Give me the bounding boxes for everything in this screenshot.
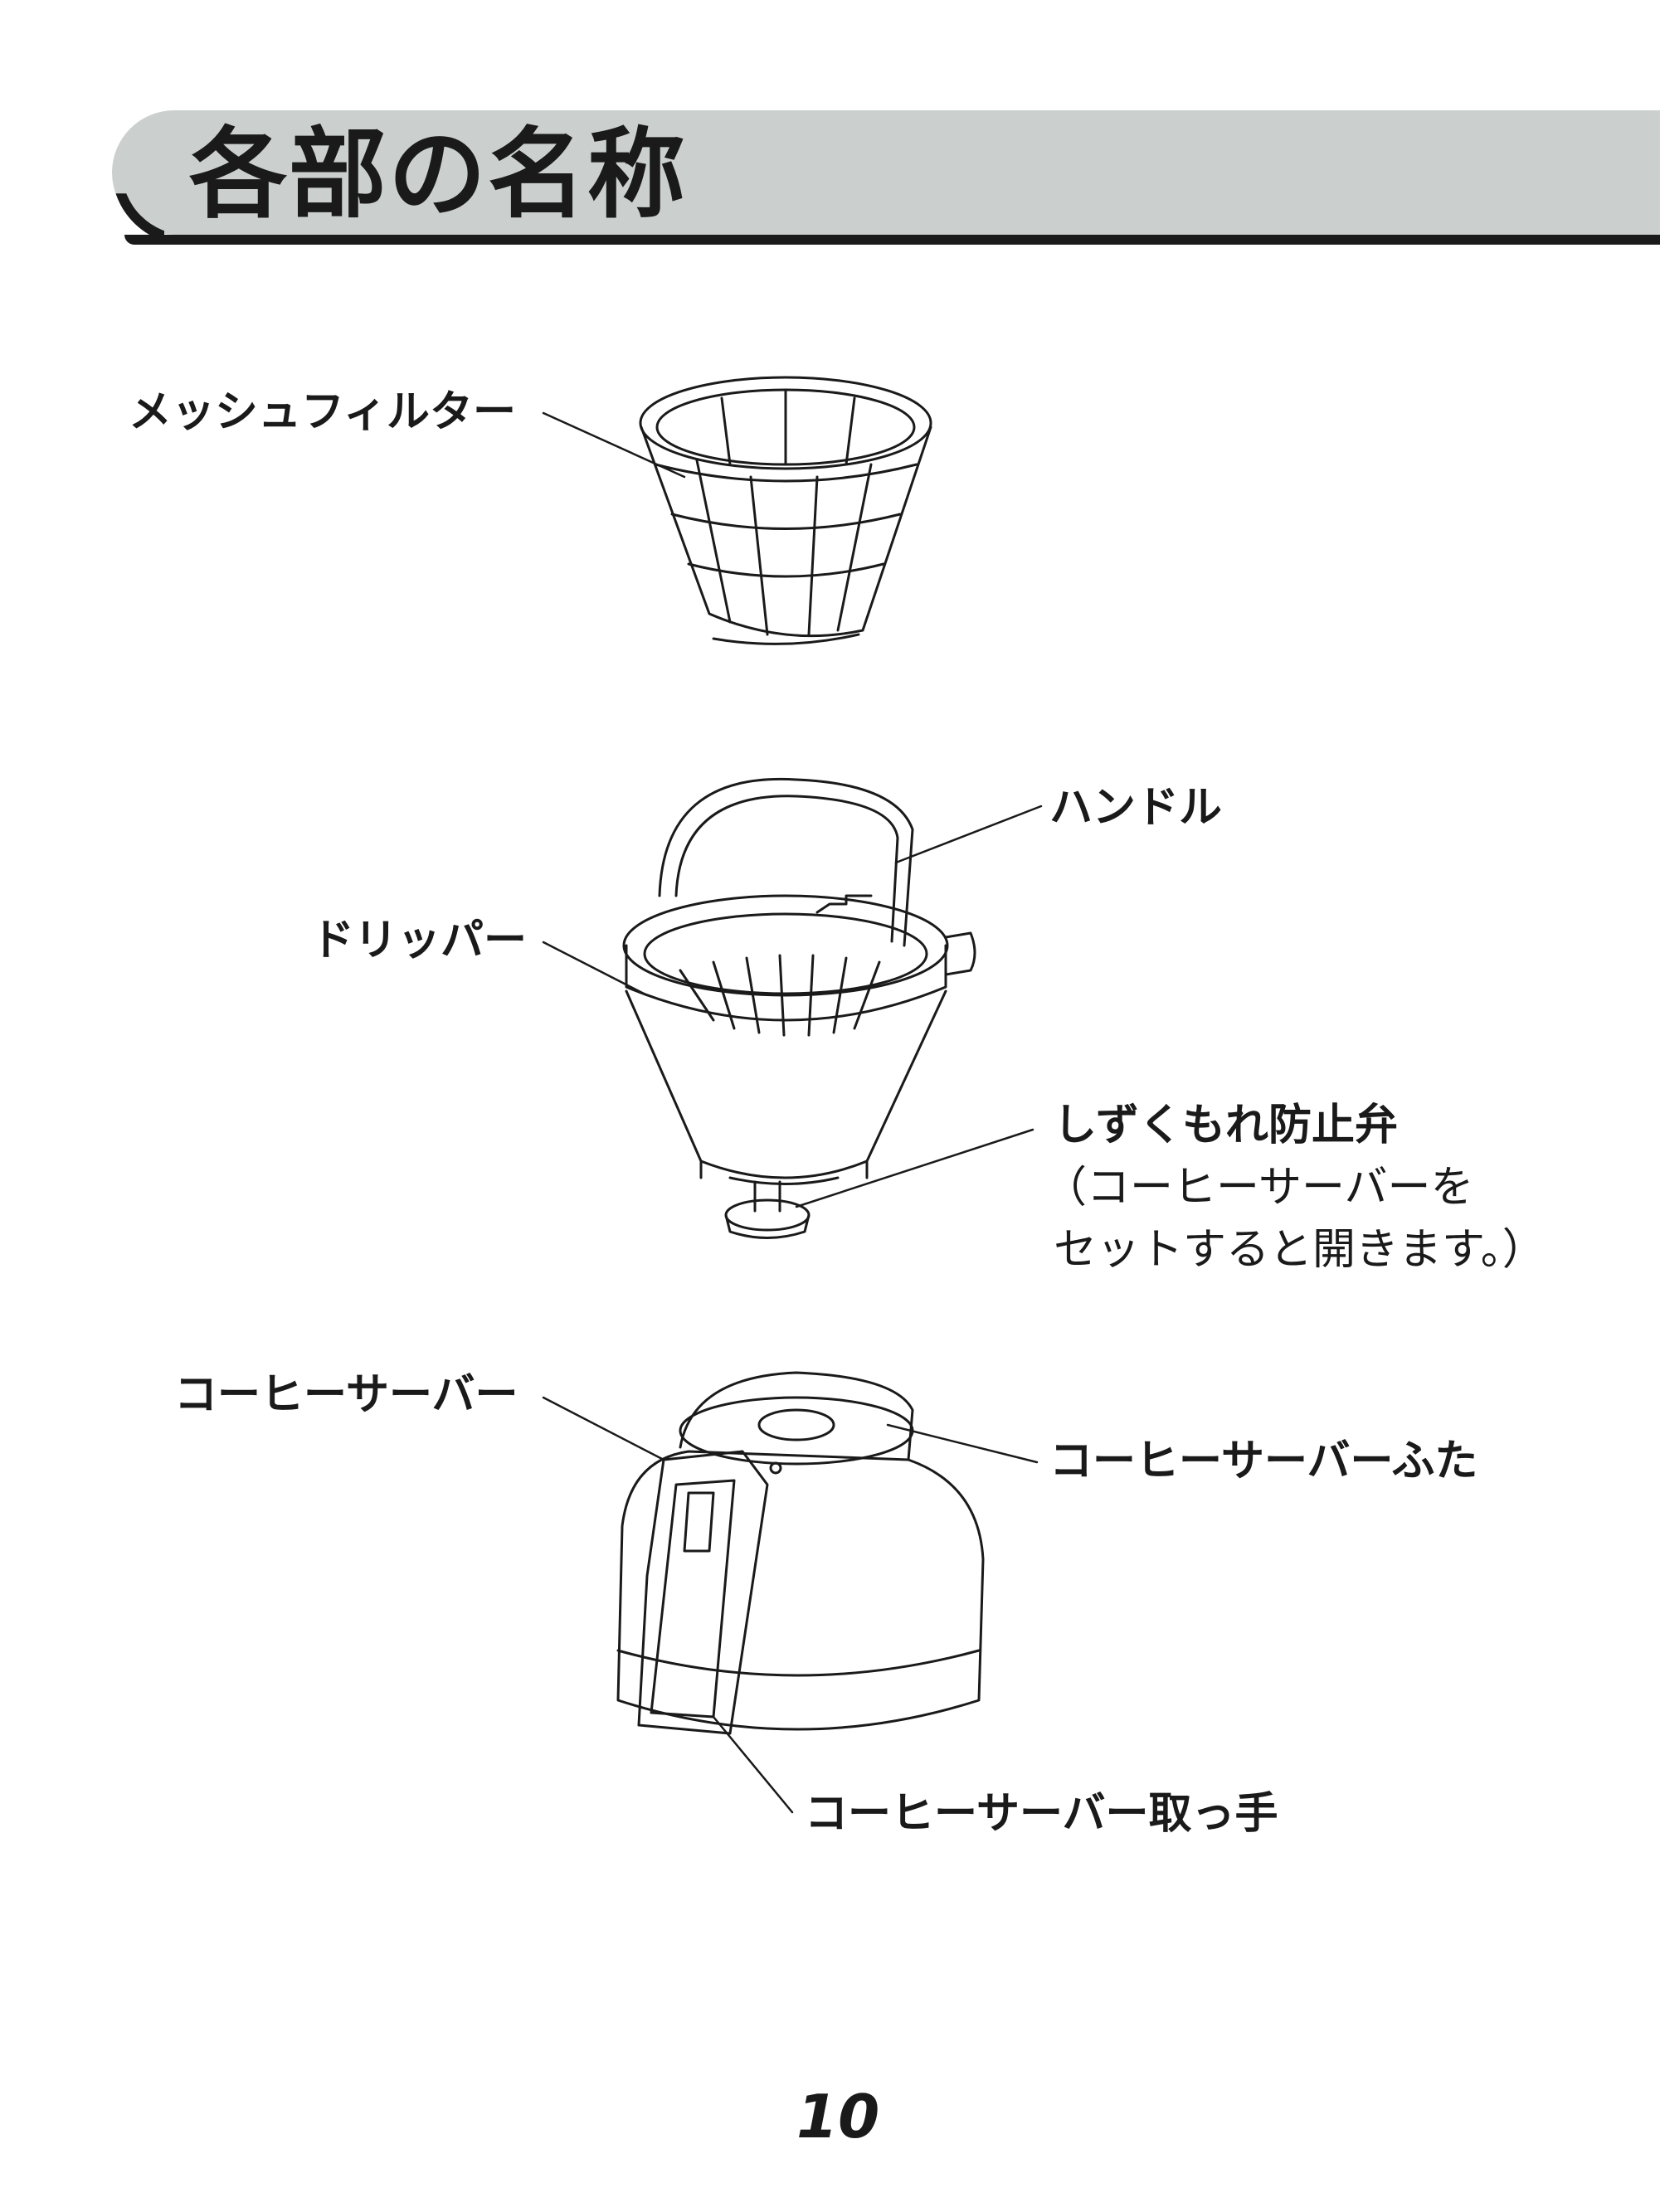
leader-mesh-filter	[543, 413, 684, 477]
leader-server-handle	[713, 1717, 792, 1812]
page-number: 10	[796, 2082, 880, 2151]
label-server-handle: コーヒーサーバー取っ手	[805, 1789, 1278, 1839]
label-server-lid: コーヒーサーバーふた	[1049, 1437, 1478, 1486]
leader-coffee-server	[543, 1398, 664, 1460]
section-header-band	[112, 110, 1660, 235]
leader-lines	[543, 413, 1041, 1812]
label-drip-stop-note-line1: （コーヒーサーバーを	[1044, 1163, 1474, 1213]
coffee-server-illustration	[618, 1373, 983, 1733]
label-dripper: ドリッパー	[311, 916, 528, 965]
section-header-rule	[124, 235, 1660, 245]
label-mesh-filter: メッシュフィルター	[129, 387, 516, 437]
leader-server-lid	[888, 1425, 1037, 1462]
dripper-illustration	[624, 779, 975, 1237]
mesh-filter-illustration	[640, 377, 931, 644]
leader-drip-stop-valve	[796, 1130, 1033, 1207]
label-drip-stop-valve: しずくもれ防止弁	[1054, 1101, 1398, 1150]
page-title: 各部の名称	[189, 117, 688, 231]
leader-handle	[896, 806, 1041, 863]
leader-dripper	[543, 942, 647, 995]
label-drip-stop-note-line2: セットすると開きます。）	[1054, 1225, 1546, 1275]
label-handle: ハンドル	[1049, 783, 1223, 833]
label-coffee-server: コーヒーサーバー	[174, 1370, 518, 1420]
